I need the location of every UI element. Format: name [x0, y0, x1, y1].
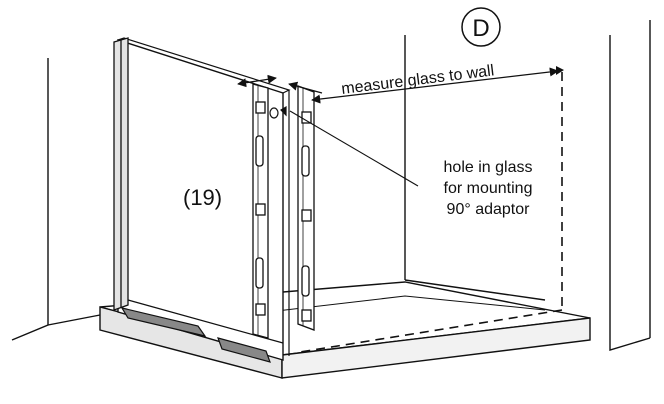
glass-hole [269, 105, 287, 119]
glass-mount-profile [252, 83, 269, 339]
hole-leader-line [289, 110, 419, 187]
dimension-arrows [237, 66, 564, 104]
step-badge: D [461, 7, 501, 47]
glass-panel [117, 37, 291, 361]
enclosure-outline [299, 72, 563, 353]
bottom-guides [120, 299, 284, 363]
hole-note-line-2: for mounting [444, 180, 533, 197]
hole-note: hole in glass for mounting 90° adaptor [444, 159, 533, 218]
step-label: D [472, 15, 489, 42]
wall-profile [297, 85, 315, 331]
left-frame-profile [113, 37, 129, 311]
part-label: (19) [183, 185, 222, 210]
hole-note-line-3: 90° adaptor [447, 201, 531, 218]
hole-note-line-1: hole in glass [444, 159, 533, 176]
measure-label: measure glass to wall [340, 62, 495, 98]
